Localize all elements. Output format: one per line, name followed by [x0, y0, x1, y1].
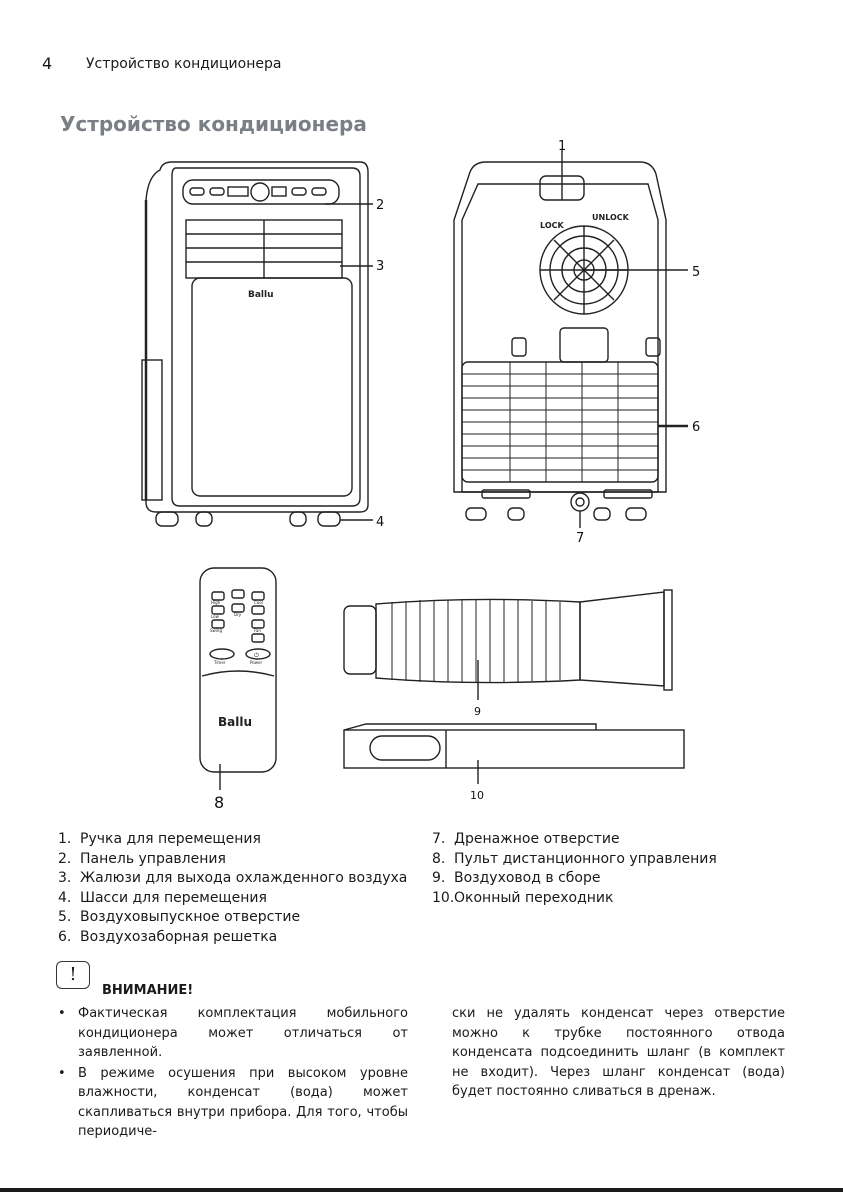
- bottom-rule: [0, 1188, 843, 1192]
- remote-btn-timer: Timer: [213, 660, 226, 665]
- remote-drawing: [199, 567, 277, 790]
- parts-list-right: 7.Дренажное отверстие 8.Пульт дистанцион…: [432, 830, 717, 908]
- list-item: 4.Шасси для перемещения: [58, 889, 267, 906]
- warning-bullet: •Фактическая комплектация мобильного кон…: [58, 1006, 408, 1060]
- remote-btn-dry: Dry: [234, 612, 242, 617]
- remote-brand: Ballu: [218, 715, 252, 729]
- lock-label: LOCK: [540, 221, 564, 230]
- list-item: 8.Пульт дистанционного управления: [432, 850, 717, 867]
- warning-icon: !: [56, 961, 90, 989]
- callout-7: 7: [576, 531, 584, 546]
- unlock-label: UNLOCK: [592, 213, 630, 222]
- callout-6: 6: [692, 420, 700, 435]
- callout-9: 9: [474, 705, 481, 718]
- callout-1: 1: [558, 139, 566, 154]
- warning-continuation: ски не удалять конденсат через отверстие…: [452, 1006, 785, 1099]
- list-item: 7.Дренажное отверстие: [432, 831, 620, 847]
- list-item: 10.Оконный переходник: [432, 889, 614, 906]
- front-unit-drawing: [141, 161, 373, 527]
- callout-4: 4: [376, 515, 384, 530]
- callout-10: 10: [470, 789, 484, 802]
- callout-5: 5: [692, 265, 700, 280]
- remote-btn-fan: Fan: [254, 628, 261, 633]
- list-item: 3.Жалюзи для выхода охлажденного воздуха: [58, 870, 408, 886]
- remote-btn-swing: Swing: [210, 628, 222, 633]
- warning-title: ВНИМАНИЕ!: [102, 983, 194, 998]
- callout-8: 8: [214, 793, 224, 812]
- remote-btn-low: Low: [211, 614, 220, 619]
- list-item: 2.Панель управления: [58, 850, 226, 867]
- page-number: 4: [42, 54, 53, 73]
- window-adapter-drawing: [343, 723, 685, 784]
- device-diagram: Ballu LOCK UNLOCK Ballu High Cool Low Dr…: [141, 139, 700, 812]
- callout-3: 3: [376, 259, 384, 274]
- hose-drawing: [343, 589, 673, 700]
- parts-list-left: 1.Ручка для перемещения 2.Панель управле…: [58, 830, 407, 947]
- back-unit-drawing: [453, 150, 688, 528]
- remote-btn-cool: Cool: [254, 600, 263, 605]
- list-item: 6.Воздухозаборная решетка: [58, 928, 278, 945]
- list-item: 1.Ручка для перемещения: [58, 831, 261, 847]
- callout-2: 2: [376, 198, 384, 213]
- remote-btn-high: High: [211, 600, 221, 605]
- list-item: 9.Воздуховод в сборе: [432, 870, 601, 886]
- section-title: Устройство кондиционера: [60, 112, 367, 136]
- power-icon: ⏻: [254, 652, 259, 659]
- warning-bullets: •Фактическая комплектация мобильного кон…: [56, 1004, 408, 1143]
- warning-bullet: •В режиме осушения при высоком уровне вл…: [58, 1065, 408, 1140]
- front-brand: Ballu: [248, 290, 274, 300]
- remote-btn-power: Power: [250, 660, 262, 665]
- running-title: Устройство кондиционера: [86, 56, 282, 72]
- list-item: 5.Воздуховыпускное отверстие: [58, 909, 301, 925]
